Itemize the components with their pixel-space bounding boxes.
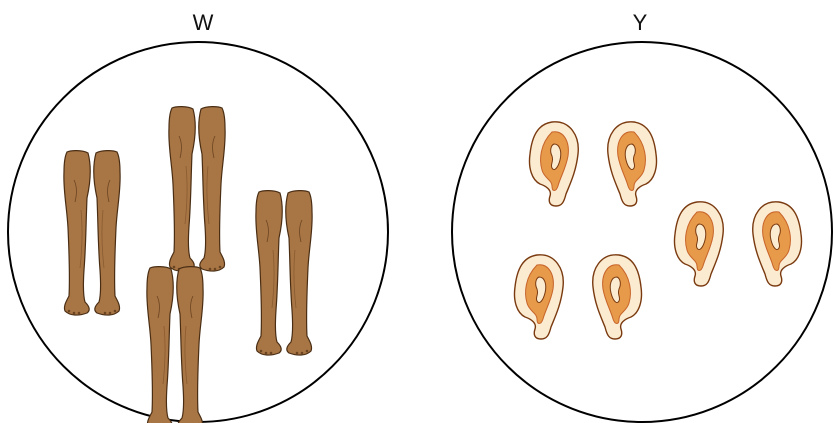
panel-w [8, 42, 388, 423]
panel-y [452, 42, 832, 422]
